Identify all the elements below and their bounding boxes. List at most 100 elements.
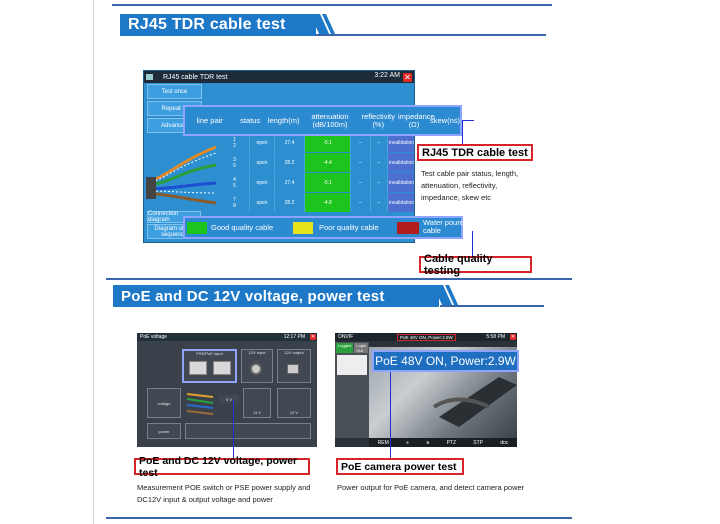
- table-row: 1 2 open 27.4 -5.1 -- -- invalidation: [220, 133, 414, 152]
- rj45-port-icon: [213, 361, 231, 375]
- status-cell: open: [250, 153, 275, 172]
- dc-jack-icon: [250, 363, 262, 375]
- close-icon[interactable]: ✕: [310, 334, 316, 340]
- toolbar-doc[interactable]: doc: [500, 439, 509, 446]
- toolbar-ptz[interactable]: PTZ: [446, 439, 457, 446]
- window-title: PoE voltage: [140, 334, 167, 340]
- tdr-description: Test cable pair status, length, attenuat…: [421, 169, 519, 202]
- poe-power-banner: PoE 48V ON, Power:2.9W: [372, 350, 519, 372]
- button-label: Repeat te: [161, 105, 188, 112]
- table-row: 3 6 open 28.2 -4.4 -- -- invalidation: [220, 153, 414, 172]
- banner-stripe-icon: [433, 285, 459, 307]
- callout-connector: [390, 372, 391, 458]
- reflectivity-cell: --: [351, 193, 371, 212]
- pair-cell: 7 8: [220, 193, 250, 212]
- impedance-cell: --: [371, 173, 388, 192]
- top-rule: [112, 4, 552, 6]
- callout-camera: PoE camera power test: [336, 458, 464, 475]
- cable-wires-image: [146, 145, 217, 205]
- dc-output-icon: [287, 364, 299, 374]
- impedance-cell: --: [371, 133, 388, 152]
- poe-voltage-screen: PoE voltage 12:17 PM ✕ PSE/PoE input 12V…: [137, 333, 317, 447]
- poor-quality-label: Poor quality cable: [319, 223, 379, 232]
- app-icon: [146, 74, 153, 80]
- status-cell: open: [250, 193, 275, 212]
- power-values: [185, 423, 311, 439]
- close-icon[interactable]: ✕: [510, 334, 516, 340]
- record-icon[interactable]: ■: [426, 439, 430, 446]
- water-poured-swatch: [397, 222, 419, 234]
- reflectivity-cell: --: [351, 173, 371, 192]
- close-icon[interactable]: ✕: [403, 73, 412, 82]
- header-status: status: [240, 115, 261, 125]
- status-time: 5:58 PM: [486, 334, 505, 340]
- water-poured-label: Water poured cable: [423, 218, 469, 235]
- reflectivity-cell: --: [351, 153, 371, 172]
- section-banner-rj45: RJ45 TDR cable test: [120, 14, 316, 36]
- status-time: 3:22 AM: [374, 72, 400, 79]
- device-info-list: [337, 355, 367, 375]
- banner-rule: [440, 305, 544, 307]
- row-label: power: [158, 428, 170, 434]
- skew-cell: invalidation: [388, 153, 414, 172]
- value-text: 12 V: [289, 409, 299, 415]
- voltage-row-label: voltage: [147, 388, 181, 418]
- status-cell: open: [250, 133, 275, 152]
- tab-login-out[interactable]: Login Out: [354, 343, 369, 353]
- pair-cell: 4 5: [220, 173, 250, 192]
- left-border: [93, 0, 94, 524]
- rj45-device-screen: RJ45 cable TDR test 3:22 AM ✕ Test once …: [143, 70, 415, 243]
- header-reflectivity: reflectivity (%): [361, 111, 395, 129]
- bottom-rule: [106, 517, 572, 519]
- section-title: PoE and DC 12V voltage, power test: [121, 287, 385, 305]
- tab-logged[interactable]: Logged: [336, 343, 354, 353]
- callout-connector: [462, 120, 463, 148]
- table-row: 7 8 open 28.2 -4.8 -- -- invalidation: [220, 193, 414, 212]
- toolbar-stp[interactable]: STP: [473, 439, 483, 446]
- section-rule: [106, 278, 572, 280]
- poe-status-text: PoE 48V ON, Power:2.9W: [397, 333, 456, 341]
- length-cell: 27.4: [275, 173, 305, 192]
- poe-description: Measurement POE switch or PSE power supp…: [137, 483, 311, 504]
- header-skew: skew(ns): [430, 115, 461, 125]
- impedance-cell: --: [371, 153, 388, 172]
- skew-cell: invalidation: [388, 173, 414, 192]
- pair-cell: 1 2: [220, 133, 250, 152]
- voltage-value-12v-in: 11 V: [243, 388, 271, 418]
- wiring-diagram-icon: [186, 393, 214, 415]
- poor-quality-swatch: [293, 222, 313, 234]
- power-row-label: power: [147, 423, 181, 439]
- device-status-bar: PoE voltage 12:17 PM: [137, 333, 317, 341]
- window-title: ONVIF: [338, 334, 354, 340]
- callout-text: Cable quality testing: [424, 252, 493, 277]
- header-length: length(m): [267, 115, 300, 125]
- row-label: voltage: [157, 400, 171, 406]
- cable-quality-legend: Good quality cable Poor quality cable Wa…: [183, 216, 468, 239]
- button-label: Advanced: [161, 122, 188, 129]
- voltage-value: 0 V: [219, 395, 239, 403]
- pair-cell: 3 6: [220, 153, 250, 172]
- button-label: Connection diagram: [148, 211, 179, 223]
- good-quality-label: Good quality cable: [211, 223, 274, 232]
- header-impedance: impedance (Ω): [398, 111, 435, 129]
- callout-quality: Cable quality testing: [419, 253, 532, 277]
- value-text: 0 V: [225, 396, 232, 402]
- length-cell: 27.4: [275, 133, 305, 152]
- window-title: RJ45 cable TDR test: [163, 73, 228, 81]
- camera-icon[interactable]: ●: [406, 439, 410, 446]
- table-row: 4 5 open 27.4 -5.1 -- -- invalidation: [220, 173, 414, 192]
- attenuation-cell: -5.1: [305, 173, 351, 192]
- attenuation-cell: -5.1: [305, 133, 351, 152]
- status-cell: open: [250, 173, 275, 192]
- reflectivity-cell: --: [351, 133, 371, 152]
- test-once-button[interactable]: Test once: [147, 84, 202, 99]
- impedance-cell: --: [371, 193, 388, 212]
- camera-toolbar: REM ● ■ PTZ STP doc: [369, 438, 517, 447]
- header-line-pair: line pair: [196, 115, 223, 125]
- toolbar-rem[interactable]: REM: [377, 439, 389, 446]
- banner-rule: [316, 34, 546, 36]
- callout-text: RJ45 TDR cable test: [422, 146, 528, 159]
- camera-sidebar: Logged Login Out: [335, 342, 369, 438]
- length-cell: 28.2: [275, 153, 305, 172]
- callout-tdr: RJ45 TDR cable test: [417, 144, 533, 161]
